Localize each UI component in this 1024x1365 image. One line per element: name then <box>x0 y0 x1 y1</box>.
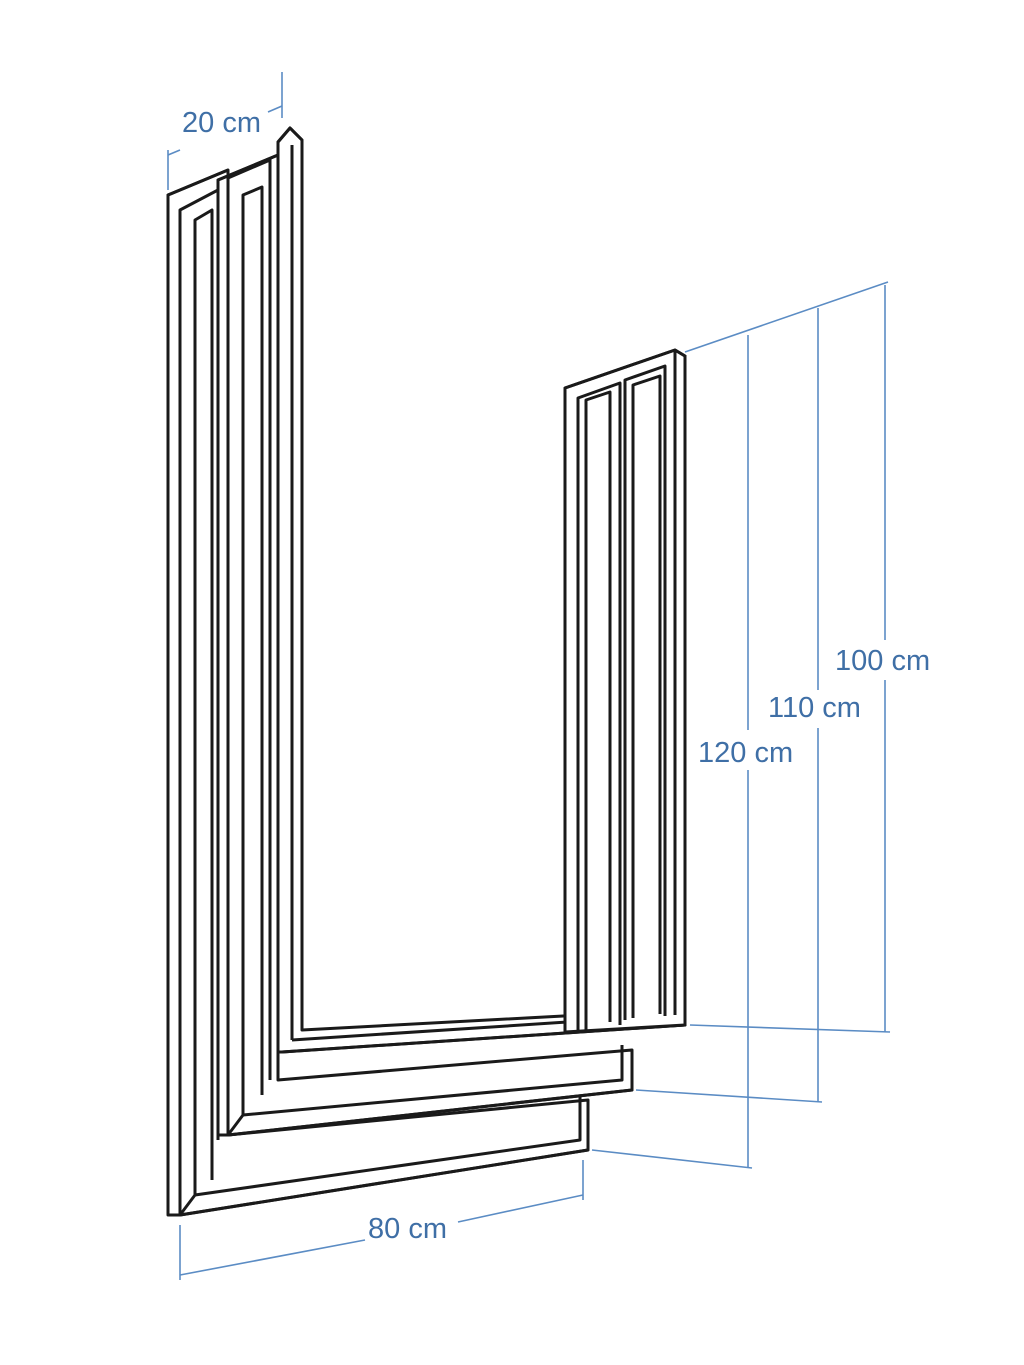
frame-110cm <box>216 153 634 1137</box>
height-100-label: 100 cm <box>835 645 930 677</box>
depth-label: 20 cm <box>182 107 261 139</box>
height-110-label: 110 cm <box>768 692 861 724</box>
frame-far-sides <box>563 348 687 1034</box>
width-label: 80 cm <box>368 1213 447 1245</box>
height-120-label: 120 cm <box>698 737 793 769</box>
dimension-lines <box>167 72 891 1280</box>
